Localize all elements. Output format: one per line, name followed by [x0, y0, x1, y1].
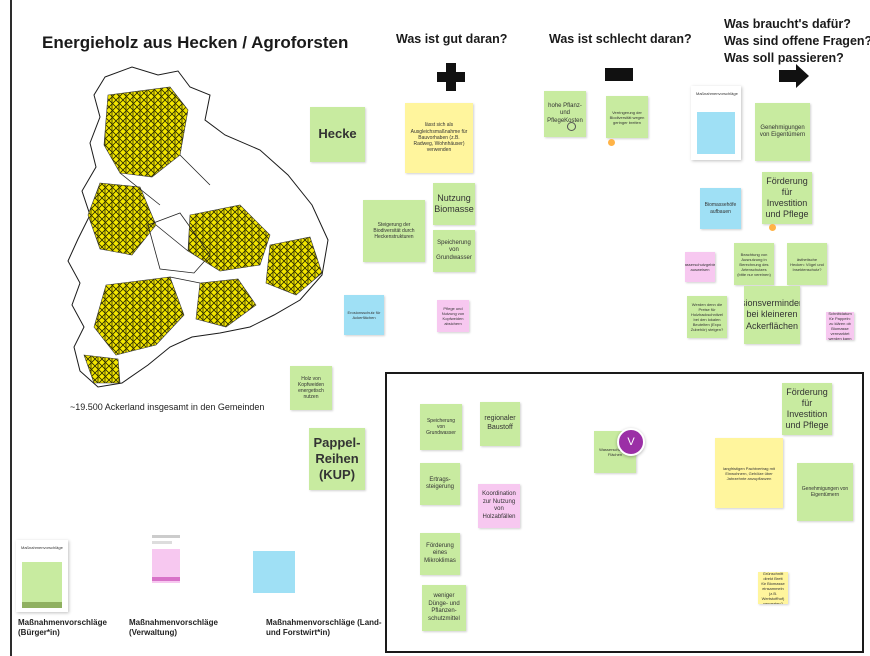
sticky-note[interactable]: Schnittdatum für Pappeln: zu klären ob B…	[826, 312, 854, 340]
legend-label-land: Maßnahmenvorschläge (Land- und Forstwirt…	[266, 618, 382, 638]
sticky-note[interactable]: Pflege und Nutzung von Kopfweiden absich…	[437, 300, 469, 332]
legend-swatch-shadow	[152, 577, 180, 581]
section-frame[interactable]	[385, 372, 864, 653]
sticky-note[interactable]: Erosionsverminderung bei kleineren Acker…	[744, 286, 800, 344]
legend-card-title: Maßnahmenvorschläge	[21, 545, 63, 550]
legend-swatch-blue[interactable]	[253, 551, 295, 593]
sticky-note[interactable]: Erosionsschutz für Ackerflächen	[344, 295, 384, 335]
sticky-note[interactable]: Koordination zur Nutzung von Holzabfälle…	[478, 484, 520, 528]
cursor-circle-icon	[567, 122, 576, 131]
sticky-note[interactable]: Genehmigungen von Eigentümern	[755, 103, 810, 161]
template-card[interactable]: Maßnahmenvorschläge	[691, 86, 741, 160]
sticky-note[interactable]: ästhetische Hecken: Vögel und Insektensc…	[787, 243, 827, 285]
reaction-icon[interactable]	[608, 139, 615, 146]
column-header-bad: Was ist schlecht daran?	[549, 32, 692, 46]
sticky-note[interactable]: Verringerung der Biodiversität wegen ger…	[606, 96, 648, 138]
sticky-note[interactable]: regionaler Baustoff	[480, 402, 520, 446]
map-caption: ~19.500 Ackerland insgesamt in den Gemei…	[70, 402, 265, 412]
legend-swatch-green	[22, 562, 62, 608]
sticky-note[interactable]: Speicherung von Grundwasser	[433, 230, 475, 272]
needs-line-2: Was sind offene Fragen?	[724, 34, 870, 48]
board-title: Energieholz aus Hecken / Agroforsten	[42, 33, 349, 52]
template-card-swatch	[697, 112, 735, 154]
sticky-note[interactable]: Grünschnitt direkt Brett für Biomasse ei…	[758, 572, 788, 604]
sticky-note[interactable]: lässt sich als Ausgleichsmaßnahme für Ba…	[405, 103, 473, 173]
sticky-note[interactable]: Genehmigungen von Eigentümern	[797, 463, 853, 521]
needs-line-1: Was braucht's dafür?	[724, 17, 851, 31]
sticky-note[interactable]: Förderung für Investition und Pflege	[782, 383, 832, 435]
sticky-note[interactable]: Förderung für Investition und Pflege	[762, 172, 812, 224]
legend-label-buerger: Maßnahmenvorschläge (Bürger*in)	[18, 618, 107, 638]
sticky-note[interactable]: Speicherung von Grundwasser	[420, 404, 462, 450]
legend-label-verwaltung: Maßnahmenvorschläge (Verwaltung)	[129, 618, 218, 638]
column-header-needs: Was braucht's dafür? Was sind offene Fra…	[724, 16, 870, 67]
plus-icon	[437, 63, 465, 91]
arrow-right-icon	[779, 64, 809, 88]
sticky-note[interactable]: Holz von Kopfweiden energetisch nutzen	[290, 366, 332, 410]
legend-line	[152, 535, 180, 538]
minus-icon	[605, 68, 633, 81]
legend-card-buerger[interactable]: Maßnahmenvorschläge	[16, 540, 68, 612]
sticky-note[interactable]: langfristigen Pachtvertrag mit Einwohner…	[715, 438, 783, 508]
sticky-note[interactable]: hohe Pflanz- und PflegeKosten	[544, 91, 586, 137]
legend-line	[152, 541, 172, 544]
user-avatar[interactable]: V	[617, 428, 645, 456]
sticky-note[interactable]: Beachtung von Ausnutzung in Berechnung d…	[734, 243, 774, 285]
legend-card-verwaltung[interactable]	[150, 535, 182, 583]
sticky-note[interactable]: Ertrags-steigerung	[420, 463, 460, 505]
sticky-note[interactable]: Förderung eines Mikroklimas	[420, 533, 460, 575]
template-card-title: Maßnahmenvorschläge	[696, 91, 738, 96]
row-label-hecke[interactable]: Hecke	[310, 107, 365, 162]
sticky-note[interactable]: Nutzung Biomasse	[433, 183, 475, 225]
column-header-good: Was ist gut daran?	[396, 32, 508, 46]
row-label-pappel[interactable]: Pappel- Reihen (KUP)	[309, 428, 365, 490]
needs-line-3: Was soll passieren?	[724, 51, 844, 65]
sticky-note[interactable]: Steigerung der Biodiversität durch Hecke…	[363, 200, 425, 262]
sticky-note[interactable]: Wasserschutzgebiete ausweisen	[685, 252, 715, 282]
reaction-icon[interactable]	[769, 224, 776, 231]
sticky-note[interactable]: weniger Dünge- und Pflanzen-schutzmittel	[422, 585, 466, 631]
board-left-edge	[10, 0, 12, 656]
legend-swatch-shadow	[22, 602, 62, 608]
municipality-map	[67, 66, 329, 388]
sticky-note[interactable]: Biomassehöfe aufbauen	[700, 188, 741, 229]
sticky-note[interactable]: Werden denn die Preise für Holzhackschni…	[687, 296, 727, 338]
